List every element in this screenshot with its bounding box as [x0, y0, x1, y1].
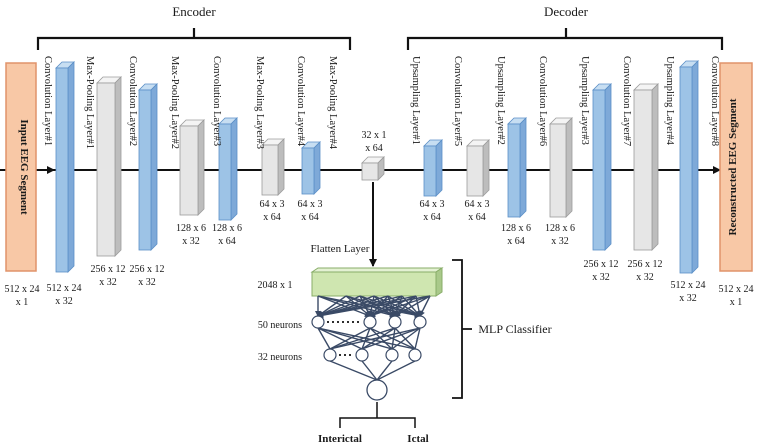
- dims-ups3-0: 256 x 12: [584, 259, 619, 270]
- dims-conv4-0: 64 x 3: [298, 199, 323, 210]
- layer2-neurons-label: 32 neurons: [258, 352, 302, 363]
- output-interictal: Interictal: [318, 433, 362, 445]
- dims-ups4-1: x 32: [679, 293, 697, 304]
- layer-block-bottleneck: 32 x 1 x 64: [361, 130, 387, 181]
- dims-conv1-0: 512 x 24: [47, 283, 82, 294]
- dims-conv5-1: x 64: [468, 212, 486, 223]
- output-branch-lines: [339, 402, 416, 428]
- dims-bottleneck-0: 32 x 1: [362, 130, 387, 141]
- dims-conv3-1: x 64: [218, 236, 236, 247]
- layer-label-ups4: Upsampling Layer#4: [664, 56, 675, 146]
- layer-block-ups2: Upsampling Layer#2 128 x 6 x 64: [495, 56, 531, 247]
- dims-conv3-0: 128 x 6: [212, 223, 242, 234]
- dims-ups4-0: 512 x 24: [671, 280, 706, 291]
- output-neuron: [366, 379, 388, 401]
- flatten-size-label: 2048 x 1: [258, 280, 293, 291]
- dims-ups3-1: x 32: [592, 272, 610, 283]
- reconstructed-eeg-box: [719, 62, 753, 272]
- neuron-l2-3: [408, 348, 422, 362]
- dims-pool1-0: 256 x 12: [91, 264, 126, 275]
- layer-block-pool2: Max-Pooling Layer#2 128 x 6 x 32: [169, 56, 206, 247]
- layer-label-pool3: Max-Pooling Layer#3: [254, 56, 265, 149]
- layer-label-conv4: Convolution Layer#4: [295, 56, 306, 147]
- dims-conv4-1: x 64: [301, 212, 319, 223]
- layer-label-ups3: Upsampling Layer#3: [579, 56, 590, 145]
- dims-conv6-1: x 32: [551, 236, 569, 247]
- neuron-l2-2: [385, 348, 399, 362]
- dims-ups2-0: 128 x 6: [501, 223, 531, 234]
- layer-block-pool3: Max-Pooling Layer#3 64 x 3 x 64: [254, 56, 285, 223]
- dims-conv6-0: 128 x 6: [545, 223, 575, 234]
- dims-conv5-0: 64 x 3: [465, 199, 490, 210]
- layer-block-conv6: Convolution Layer#6 128 x 6 x 32: [537, 56, 575, 247]
- output-dims-line2: x 1: [730, 297, 743, 308]
- layer-label-pool4: Max-Pooling Layer#4: [327, 56, 338, 150]
- encoder-brace: [36, 28, 352, 50]
- layer-block-conv3: Convolution Layer#3 128 x 6 x 64: [211, 56, 242, 247]
- layer-label-conv1: Convolution Layer#1: [42, 56, 53, 146]
- layer-label-conv5: Convolution Layer#5: [452, 56, 463, 146]
- output-ictal: Ictal: [407, 433, 428, 445]
- reconstructed-eeg-label: Reconstructed EEG Segment: [727, 98, 739, 235]
- mlp-classifier-bracket: [452, 259, 472, 399]
- layer-block-conv1: Convolution Layer#1 512 x 24 x 32: [42, 56, 82, 307]
- dims-conv7-1: x 32: [636, 272, 654, 283]
- dims-conv1-1: x 32: [55, 296, 73, 307]
- mlp-network: [311, 295, 431, 401]
- dims-pool1-1: x 32: [99, 277, 117, 288]
- dims-pool3-1: x 64: [263, 212, 281, 223]
- layer-label-conv8: Convolution Layer#8: [709, 56, 720, 146]
- input-eeg-box: [5, 62, 37, 272]
- dims-ups2-1: x 64: [507, 236, 525, 247]
- layer-label-pool2: Max-Pooling Layer#2: [169, 56, 180, 149]
- dims-pool3-0: 64 x 3: [260, 199, 285, 210]
- neuron-l1-3: [413, 315, 427, 329]
- layer-block-pool1: Max-Pooling Layer#1 256 x 12 x 32: [84, 56, 126, 288]
- layer-label-ups2: Upsampling Layer#2: [495, 56, 506, 145]
- layer-block-conv5: Convolution Layer#5 64 x 3 x 64: [452, 56, 490, 223]
- layer-label-conv7: Convolution Layer#7: [621, 56, 632, 146]
- neuron-l1-2: [388, 315, 402, 329]
- flatten-block: [310, 267, 444, 297]
- layer-block-conv8: Convolution Layer#8: [709, 56, 720, 146]
- input-eeg-label: Input EEG Segment: [18, 119, 30, 215]
- layer-label-conv3: Convolution Layer#3: [211, 56, 222, 146]
- decoder-title: Decoder: [544, 4, 589, 19]
- dims-ups1-1: x 64: [423, 212, 441, 223]
- dims-pool2-0: 128 x 6: [176, 223, 206, 234]
- decoder-brace: [406, 28, 724, 50]
- input-dims-line2: x 1: [16, 297, 29, 308]
- dims-conv7-0: 256 x 12: [628, 259, 663, 270]
- layer-block-ups3: Upsampling Layer#3 256 x 12 x 32: [579, 56, 619, 283]
- layer-block-ups4: Upsampling Layer#4 512 x 24 x 32: [664, 56, 706, 304]
- mlp-classifier-label: MLP Classifier: [478, 322, 551, 336]
- layer-label-conv6: Convolution Layer#6: [537, 56, 548, 146]
- neuron-l1-0: [311, 315, 325, 329]
- dims-conv2-0: 256 x 12: [130, 264, 165, 275]
- output-dims-line1: 512 x 24: [719, 284, 754, 295]
- flatten-layer-label: Flatten Layer: [311, 243, 370, 255]
- layer-block-conv2: Convolution Layer#2 256 x 12 x 32: [127, 56, 165, 288]
- layer-block-conv7: Convolution Layer#7 256 x 12 x 32: [621, 56, 663, 283]
- layer-block-pool4: Max-Pooling Layer#4: [327, 56, 338, 150]
- dims-ups1-0: 64 x 3: [420, 199, 445, 210]
- dims-conv2-1: x 32: [138, 277, 156, 288]
- layer1-neurons-label: 50 neurons: [258, 320, 302, 331]
- dims-pool2-1: x 32: [182, 236, 200, 247]
- layer-block-conv4: Convolution Layer#4 64 x 3 x 64: [295, 56, 323, 223]
- encoder-title: Encoder: [172, 4, 216, 19]
- neuron-l2-1: [355, 348, 369, 362]
- layer-label-pool1: Max-Pooling Layer#1: [84, 56, 95, 149]
- neuron-l2-0: [323, 348, 337, 362]
- dims-bottleneck-1: x 64: [365, 143, 383, 154]
- neuron-l1-1: [363, 315, 377, 329]
- layer-label-ups1: Upsampling Layer#1: [410, 56, 421, 145]
- input-dims-line1: 512 x 24: [5, 284, 40, 295]
- layer-label-conv2: Convolution Layer#2: [127, 56, 138, 146]
- layer-block-ups1: Upsampling Layer#1 64 x 3 x 64: [410, 56, 445, 223]
